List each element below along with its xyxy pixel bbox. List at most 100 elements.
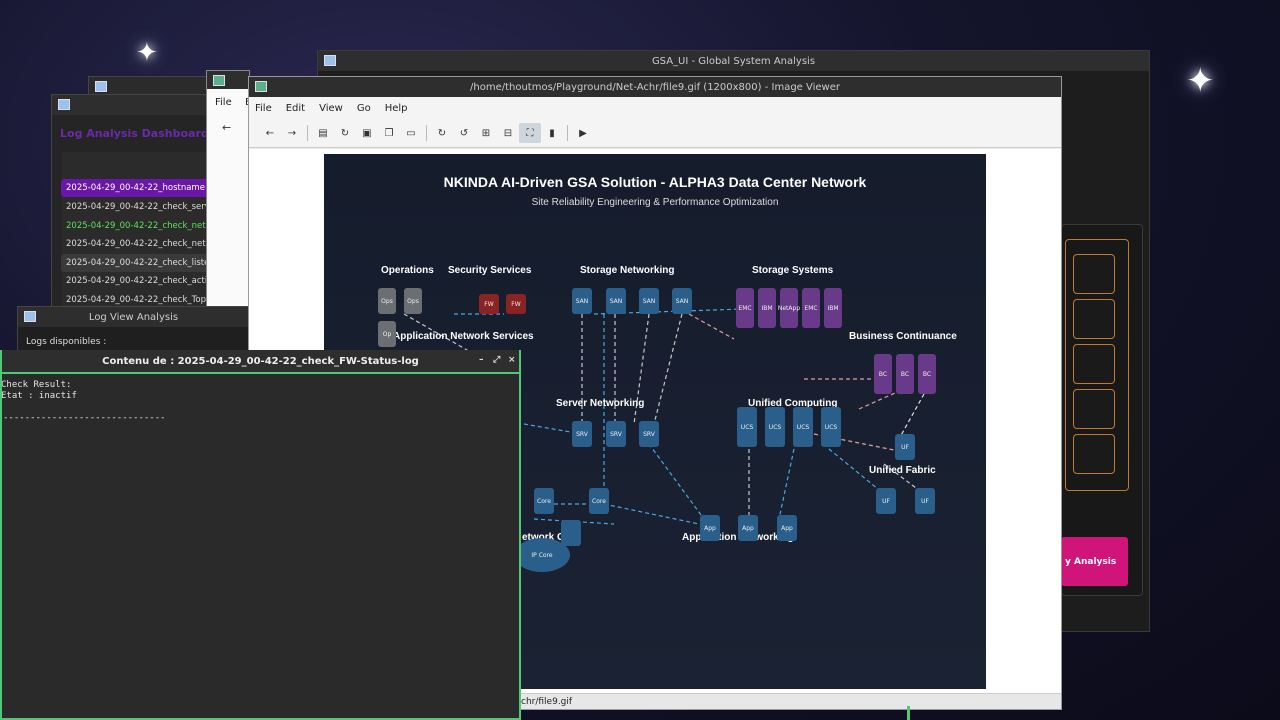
rotate-left-icon[interactable]: ↺	[459, 127, 469, 139]
list-item[interactable]: 2025-04-29_00-42-22_check_net	[66, 221, 206, 231]
viewer-title: /home/thoutmos/Playground/Net-Achr/file9…	[470, 81, 840, 93]
gsa-title: GSA_UI - Global System Analysis	[651, 55, 816, 67]
arrow-left-icon[interactable]: ←	[222, 121, 232, 134]
reload-icon[interactable]: ↻	[340, 127, 350, 139]
original-size-icon[interactable]: ▮	[549, 127, 555, 139]
image-icon	[255, 81, 267, 92]
ip-core-node: IP Core	[514, 538, 570, 572]
logs-label: Logs disponibles :	[26, 337, 107, 347]
ucs-node: UCS	[737, 407, 757, 447]
storage-node: EMC	[802, 288, 820, 328]
menu-edit[interactable]: E	[245, 97, 249, 108]
copy-icon[interactable]: ❐	[384, 127, 394, 139]
menu-view[interactable]: View	[319, 102, 343, 114]
firewall-node: FW	[506, 294, 526, 314]
section-unified-fabric: Unified Fabric	[869, 465, 936, 476]
menu-file[interactable]: File	[215, 97, 232, 108]
minimize-icon[interactable]: –	[479, 355, 484, 365]
core-node: Core	[589, 488, 609, 514]
analysis-button[interactable]: y Analysis	[1061, 537, 1128, 586]
rotate-right-icon[interactable]: ↻	[437, 127, 447, 139]
zoom-in-icon[interactable]: ⊞	[481, 127, 491, 139]
menu-file[interactable]: File	[255, 102, 272, 114]
section-storage-networking: Storage Networking	[580, 265, 675, 276]
dashboard-titlebar[interactable]	[52, 95, 250, 115]
files-titlebar[interactable]	[207, 71, 249, 89]
arrow-right-icon[interactable]: →	[287, 127, 297, 139]
gsa-option-box[interactable]	[1073, 434, 1115, 474]
section-security: Security Services	[448, 265, 532, 276]
list-item[interactable]: 2025-04-29_00-42-22_check_serv	[66, 202, 210, 212]
window-icon	[95, 81, 107, 92]
list-item[interactable]: 2025-04-29_00-42-22_hostname	[61, 179, 241, 197]
bc-node: BC	[874, 354, 892, 394]
star-decoration: ✦	[136, 38, 158, 68]
image-canvas: NKINDA AI-Driven GSA Solution - ALPHA3 D…	[249, 149, 1061, 693]
paste-icon[interactable]: ▭	[406, 127, 416, 139]
gsa-option-box[interactable]	[1073, 254, 1115, 294]
diagram-connections	[403, 308, 925, 525]
gsa-option-box[interactable]	[1073, 389, 1115, 429]
srv-node: SRV	[572, 421, 592, 447]
ops-node: Ops	[378, 288, 396, 314]
log-line: ------------------------------	[3, 413, 166, 423]
san-node: SAN	[672, 288, 692, 314]
zoom-out-icon[interactable]: ⊟	[503, 127, 513, 139]
window-icon	[213, 75, 225, 86]
toolbar-separator	[567, 125, 568, 141]
content-titlebar[interactable]: Contenu de : 2025-04-29_00-42-22_check_F…	[2, 350, 519, 374]
list-item[interactable]: 2025-04-29_00-42-22_check_liste	[61, 254, 241, 272]
star-decoration: ✦	[1186, 61, 1215, 101]
logview-titlebar[interactable]: Log View Analysis	[18, 307, 249, 327]
app-node: App	[700, 515, 720, 541]
uf-node: UF	[876, 488, 896, 514]
window-edge	[907, 706, 910, 720]
ucs-node: UCS	[821, 407, 841, 447]
ucs-node: UCS	[793, 407, 813, 447]
section-business-continuance: Business Continuance	[849, 331, 957, 342]
ops-node: Ops	[404, 288, 422, 314]
maximize-icon[interactable]: ⤢	[493, 355, 501, 365]
log-line: Etat : inactif	[1, 391, 77, 401]
menu-edit[interactable]: Edit	[285, 102, 306, 114]
viewer-titlebar[interactable]: /home/thoutmos/Playground/Net-Achr/file9…	[249, 77, 1061, 97]
menu-help[interactable]: Help	[384, 102, 408, 114]
diagram-title: NKINDA AI-Driven GSA Solution - ALPHA3 D…	[443, 174, 867, 190]
core-node	[561, 520, 581, 546]
gsa-option-box[interactable]	[1073, 299, 1115, 339]
storage-node: IBM	[824, 288, 842, 328]
gsa-titlebar[interactable]: GSA_UI - Global System Analysis	[318, 51, 1149, 71]
uf-node: UF	[915, 488, 935, 514]
diagram-subtitle: Site Reliability Engineering & Performan…	[531, 197, 779, 208]
save-icon[interactable]: ▣	[362, 127, 372, 139]
srv-node: SRV	[606, 421, 626, 447]
menu-go[interactable]: Go	[356, 102, 371, 114]
gsa-option-box[interactable]	[1073, 344, 1115, 384]
window-icon	[324, 55, 336, 66]
toolbar-separator	[426, 125, 427, 141]
section-server-networking: Server Networking	[556, 398, 645, 409]
gsa-orange-frame	[1065, 239, 1129, 491]
san-node: SAN	[572, 288, 592, 314]
uf-node: UF	[895, 434, 915, 460]
play-icon[interactable]: ▶	[579, 127, 587, 139]
list-item[interactable]: 2025-04-29_00-42-22_check_Top	[66, 295, 206, 305]
viewer-toolbar: ← → ▤ ↻ ▣ ❐ ▭ ↻ ↺ ⊞ ⊟ ⛶ ▮ ▶	[249, 119, 1061, 148]
window-icon	[24, 311, 36, 322]
section-storage-systems: Storage Systems	[752, 265, 834, 276]
fit-icon[interactable]: ⛶	[519, 123, 541, 143]
content-title: Contenu de : 2025-04-29_00-42-22_check_F…	[102, 355, 419, 367]
firewall-node: FW	[479, 294, 499, 314]
section-operations: Operations	[381, 265, 434, 276]
section-app-network-services: Application Network Services	[393, 331, 534, 342]
list-item[interactable]: 2025-04-29_00-42-22_check_net-	[66, 239, 209, 249]
open-icon[interactable]: ▤	[318, 127, 328, 139]
arrow-left-icon[interactable]: ←	[265, 127, 275, 139]
list-item[interactable]: 2025-04-29_00-42-22_check_acti	[66, 276, 208, 286]
srv-node: SRV	[639, 421, 659, 447]
content-window: Contenu de : 2025-04-29_00-42-22_check_F…	[0, 350, 521, 720]
bc-node: BC	[918, 354, 936, 394]
viewer-menubar: File Edit View Go Help	[249, 97, 1061, 119]
storage-node: IBM	[758, 288, 776, 328]
close-icon[interactable]: ×	[508, 355, 516, 365]
